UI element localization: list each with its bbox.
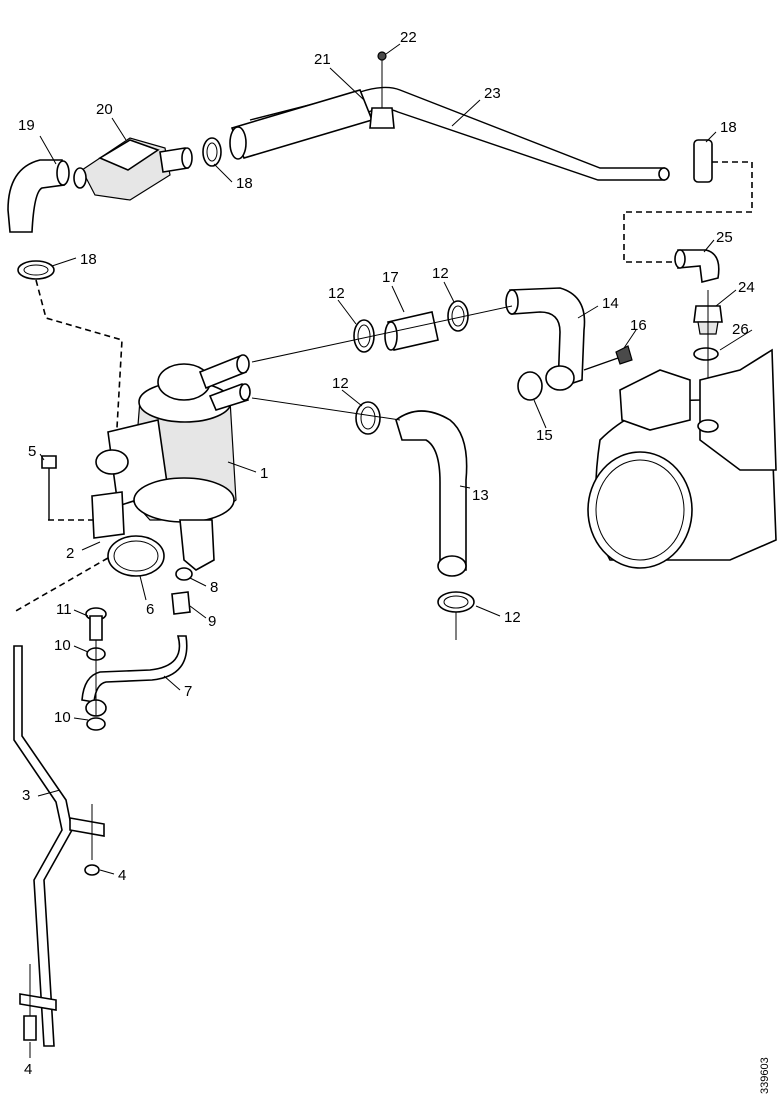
pipe-17 xyxy=(384,311,439,351)
callout-4-lower: 4 xyxy=(24,1061,32,1078)
callout-13: 13 xyxy=(472,487,489,504)
callout-2: 2 xyxy=(66,545,74,562)
bracket-upper xyxy=(69,804,105,860)
callout-12-b: 12 xyxy=(432,265,449,282)
bolt-16 xyxy=(583,345,633,371)
callout-7: 7 xyxy=(184,683,192,700)
callout-11: 11 xyxy=(56,601,72,618)
callout-1: 1 xyxy=(260,465,268,482)
callout-12-a: 12 xyxy=(328,285,345,302)
clamp-12-a xyxy=(353,319,375,353)
callout-8: 8 xyxy=(210,579,218,596)
clamp-18-top xyxy=(202,137,222,167)
nut-8 xyxy=(175,567,193,581)
callout-18-right: 18 xyxy=(720,119,737,136)
callout-6: 6 xyxy=(146,601,154,618)
clamp-18-left xyxy=(17,260,55,280)
bolt-4-upper xyxy=(84,864,100,876)
callout-18-left: 18 xyxy=(80,251,97,268)
clamp-12-c xyxy=(355,401,381,435)
clamp-18-right xyxy=(693,139,713,183)
clamp-12-b xyxy=(447,300,469,332)
callout-3: 3 xyxy=(22,787,30,804)
callout-19: 19 xyxy=(18,117,35,134)
ring-26 xyxy=(693,347,719,361)
callout-12-c: 12 xyxy=(332,375,349,392)
callout-5: 5 xyxy=(28,443,36,460)
hose-13 xyxy=(395,410,468,577)
leader-lines xyxy=(29,43,753,1058)
hose-19 xyxy=(7,159,70,233)
banjo-bolt-11 xyxy=(85,607,107,641)
ring-15 xyxy=(517,371,543,401)
turbo-housing xyxy=(587,348,777,569)
callout-18-top: 18 xyxy=(236,175,253,192)
callout-14: 14 xyxy=(602,295,619,312)
callout-20: 20 xyxy=(96,101,113,118)
hose-21 xyxy=(229,89,374,160)
screw-5 xyxy=(41,455,57,520)
clip-22 xyxy=(369,51,395,129)
callout-25: 25 xyxy=(716,229,733,246)
callout-labels: 1 2 3 4 4 5 6 7 8 9 10 10 11 12 12 12 12… xyxy=(18,29,755,1078)
callout-23: 23 xyxy=(484,85,501,102)
callout-21: 21 xyxy=(314,51,331,68)
callout-16: 16 xyxy=(630,317,647,334)
callout-12-d: 12 xyxy=(504,609,521,626)
callout-17: 17 xyxy=(382,269,399,286)
pipe-3 xyxy=(13,645,73,1047)
callout-10-upper: 10 xyxy=(54,637,71,654)
callout-22: 22 xyxy=(400,29,417,46)
pump-1 xyxy=(91,354,251,571)
callout-9: 9 xyxy=(208,613,216,630)
clamp-12-d xyxy=(437,591,475,613)
bolt-4-lower xyxy=(23,1015,37,1041)
valve-20 xyxy=(73,137,193,201)
callout-15: 15 xyxy=(536,427,553,444)
fitting-9 xyxy=(171,591,191,615)
callout-4-upper: 4 xyxy=(118,867,126,884)
callout-10-lower: 10 xyxy=(54,709,71,726)
drawing-number: 339603 xyxy=(759,1057,771,1094)
elbow-25 xyxy=(674,249,720,283)
callout-26: 26 xyxy=(732,321,749,338)
callout-24: 24 xyxy=(738,279,755,296)
hose-14 xyxy=(505,287,586,391)
pipe-7 xyxy=(81,635,188,703)
gasket-6 xyxy=(107,535,165,577)
